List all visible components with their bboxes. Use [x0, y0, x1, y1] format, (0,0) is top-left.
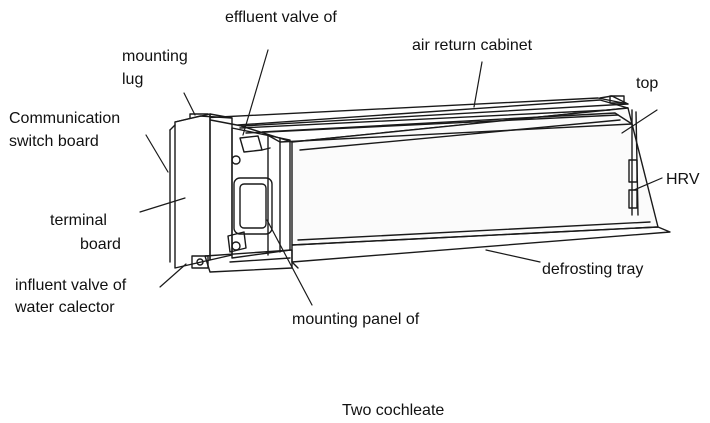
label-mounting-lug-line1: mounting — [122, 48, 188, 65]
label-influent-valve-line2: water calector — [15, 299, 115, 316]
label-hrv: HRV — [666, 171, 700, 188]
label-influent-valve-line1: influent valve of — [15, 277, 127, 294]
label-mounting-panel: mounting panel of — [292, 311, 420, 328]
label-communication-switch-board-line1: Communication — [9, 110, 121, 127]
top-plate — [261, 112, 633, 143]
side-box — [169, 113, 233, 269]
label-mounting-lug-line2: lug — [122, 71, 144, 88]
label-terminal-board-line1: terminal — [50, 212, 107, 229]
label-communication-switch-board-line2: switch board — [9, 133, 99, 150]
label-air-return-cabinet: air return cabinet — [412, 37, 533, 54]
leader-lines — [139, 49, 663, 306]
label-defrosting-tray: defrosting tray — [542, 261, 644, 278]
coil-end-plate — [227, 127, 291, 259]
label-two-cochleate: Two cochleate — [342, 402, 445, 419]
label-top: top — [636, 75, 659, 92]
label-effluent-valve: effluent valve of — [225, 9, 337, 26]
label-terminal-board-line2: board — [80, 236, 121, 253]
